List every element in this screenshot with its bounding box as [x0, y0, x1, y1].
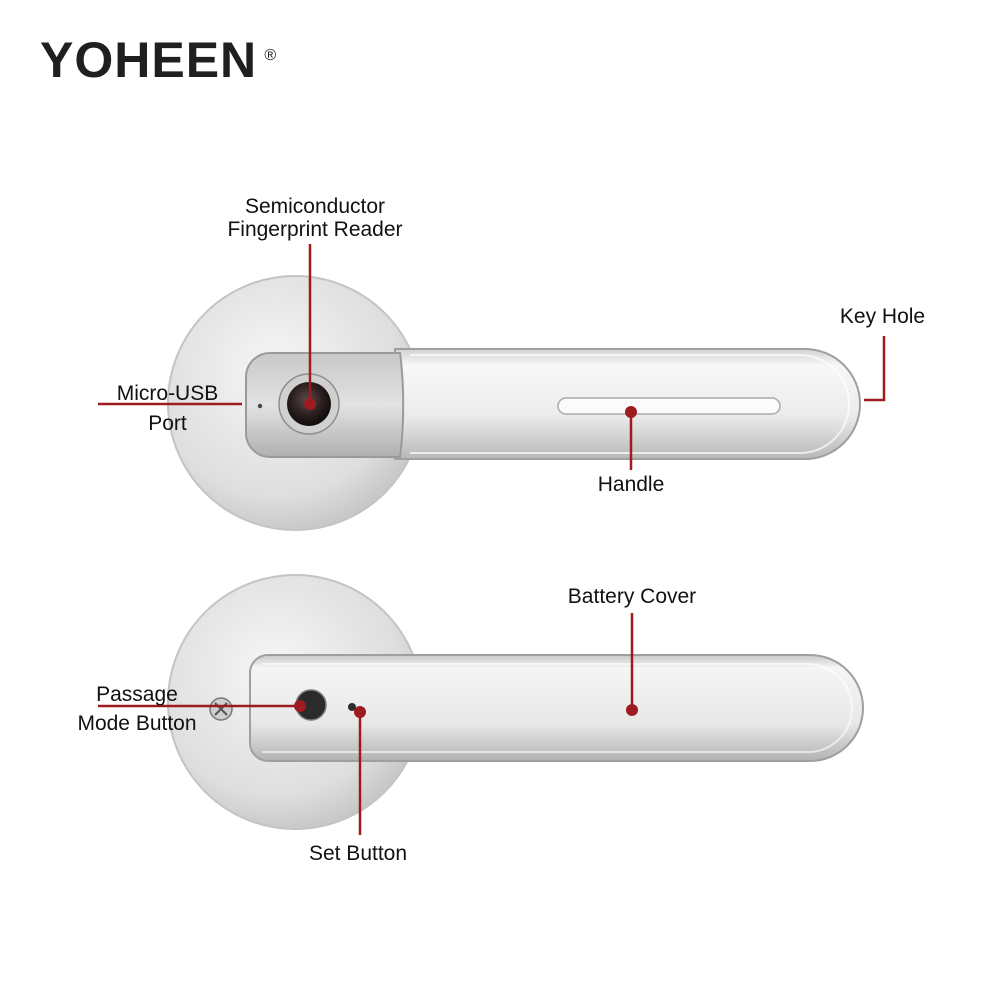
registered-mark: ®	[264, 47, 278, 64]
callout-fingerprint-dot	[304, 398, 316, 410]
micro-usb-port-hole	[257, 403, 263, 409]
brand-logo: YOHEEN ®	[40, 30, 276, 90]
battery-cover	[249, 654, 864, 762]
callout-keyhole-line	[864, 336, 886, 402]
label-set-button: Set Button	[308, 842, 408, 865]
front-lock	[167, 275, 861, 531]
logo-text: YOHEEN	[40, 32, 258, 88]
label-fingerprint-reader: Semiconductor Fingerprint Reader	[227, 195, 403, 241]
label-handle: Handle	[597, 473, 665, 496]
set-button-hole	[348, 703, 356, 711]
callout-passage-dot	[294, 700, 306, 712]
callout-handle-dot	[625, 406, 637, 418]
label-passage-mode-button: Passage Mode Button	[77, 683, 197, 735]
back-lock	[167, 574, 864, 830]
callout-battery-dot	[626, 704, 638, 716]
callout-dots	[294, 398, 638, 718]
label-micro-usb-port: Micro-USB Port	[116, 382, 219, 435]
callout-set-dot	[354, 706, 366, 718]
handle-indicator-strip	[557, 397, 781, 415]
callouts	[98, 244, 886, 835]
label-key-hole: Key Hole	[839, 305, 926, 328]
label-battery-cover: Battery Cover	[567, 585, 697, 608]
